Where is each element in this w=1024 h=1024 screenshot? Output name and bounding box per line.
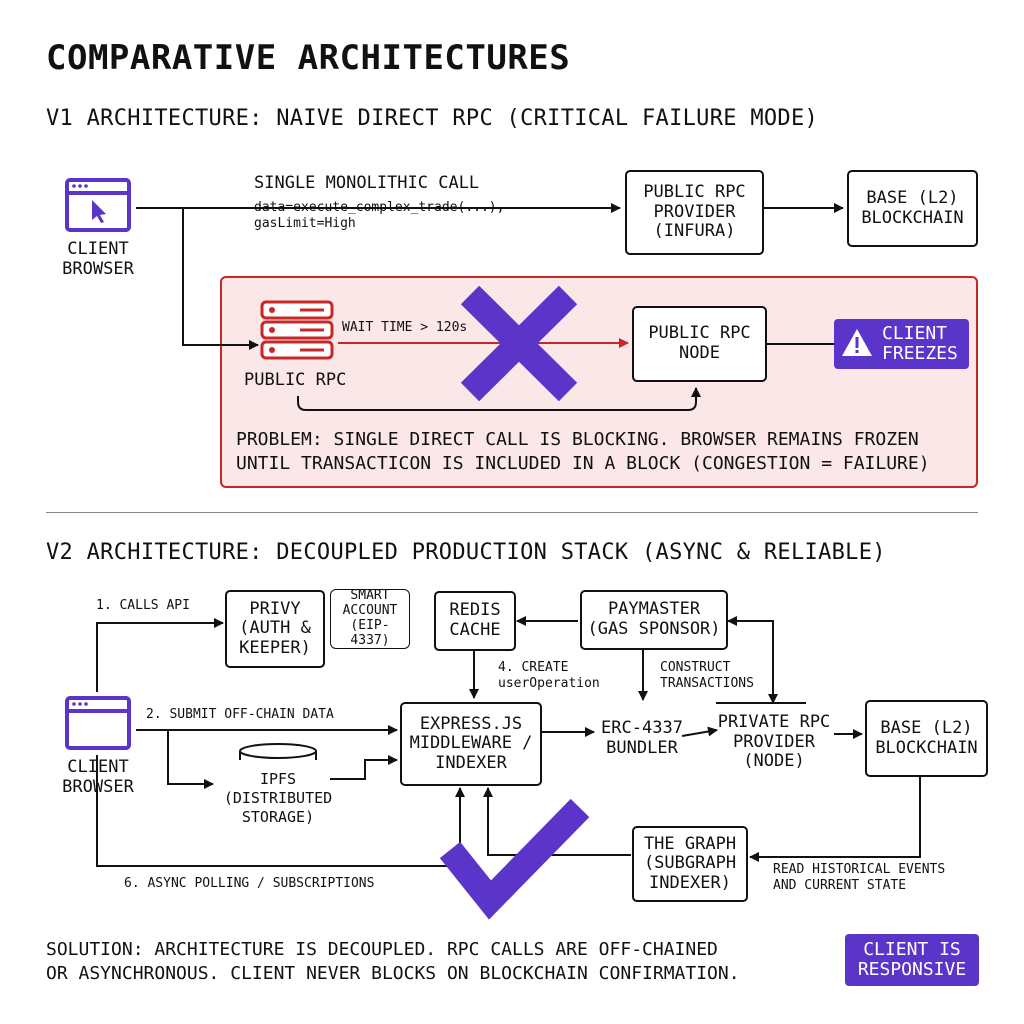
v2-construct-label: CONSTRUCT TRANSACTIONS <box>660 660 754 692</box>
v2-privy-box: PRIVY (AUTH & KEEPER) <box>225 590 325 668</box>
client-responsive-badge: CLIENT IS RESPONSIVE <box>845 934 979 986</box>
v2-heading: V2 ARCHITECTURE: DECOUPLED PRODUCTION ST… <box>46 540 886 565</box>
browser-window-icon-v2 <box>65 696 131 750</box>
v2-express-middleware-box: EXPRESS.JS MIDDLEWARE / INDEXER <box>400 702 542 786</box>
v2-erc4337-bundler-label: ERC-4337 BUNDLER <box>601 718 683 758</box>
v2-private-rpc-label: PRIVATE RPC PROVIDER (NODE) <box>717 712 831 772</box>
v1-problem-panel <box>220 276 978 488</box>
v2-client-browser-label: CLIENT BROWSER <box>62 757 134 797</box>
v2-step2-label: 2. SUBMIT OFF-CHAIN DATA <box>146 707 334 722</box>
browser-window-icon <box>65 178 131 232</box>
v1-wait-label: WAIT TIME > 120s <box>342 320 468 335</box>
v2-ipfs-label: IPFS (DISTRIBUTED STORAGE) <box>223 770 333 826</box>
section-divider <box>46 512 978 513</box>
v1-call-label: SINGLE MONOLITHIC CALL <box>254 173 480 193</box>
ipfs-cylinder-icon <box>239 743 317 760</box>
v2-paymaster-box: PAYMASTER (GAS SPONSOR) <box>580 590 728 650</box>
v1-call-code: data=execute_complex_trade(...), gasLimi… <box>254 200 505 232</box>
v2-smart-account-box: SMART ACCOUNT (EIP-4337) <box>330 588 410 649</box>
failure-x-icon <box>460 285 578 402</box>
v1-problem-text: PROBLEM: SINGLE DIRECT CALL IS BLOCKING.… <box>236 429 930 475</box>
server-stack-icon <box>260 300 334 360</box>
v2-base-blockchain-box: BASE (L2) BLOCKCHAIN <box>865 700 988 777</box>
v1-heading: V1 ARCHITECTURE: NAIVE DIRECT RPC (CRITI… <box>46 106 819 131</box>
v2-step6-label: 6. ASYNC POLLING / SUBSCRIPTIONS <box>124 876 375 891</box>
v2-step1-label: 1. CALLS API <box>96 598 190 613</box>
v1-base-blockchain: BASE (L2) BLOCKCHAIN <box>847 170 978 247</box>
v2-redis-cache-box: REDIS CACHE <box>434 591 516 651</box>
v2-solution-text: SOLUTION: ARCHITECTURE IS DECOUPLED. RPC… <box>46 939 740 985</box>
v2-step4-label: 4. CREATE userOperation <box>498 660 600 692</box>
page-title: COMPARATIVE ARCHITECTURES <box>46 38 571 78</box>
v2-read-events-label: READ HISTORICAL EVENTS AND CURRENT STATE <box>773 862 946 894</box>
v2-the-graph-box: THE GRAPH (SUBGRAPH INDEXER) <box>632 826 748 902</box>
v1-client-browser-label: CLIENT BROWSER <box>62 239 134 279</box>
v1-public-rpc-node: PUBLIC RPC NODE <box>632 306 767 382</box>
v1-public-rpc-label: PUBLIC RPC <box>244 370 347 390</box>
success-check-icon <box>439 798 590 920</box>
warning-triangle-icon <box>842 329 872 356</box>
v1-public-rpc-provider: PUBLIC RPC PROVIDER (INFURA) <box>625 170 764 255</box>
